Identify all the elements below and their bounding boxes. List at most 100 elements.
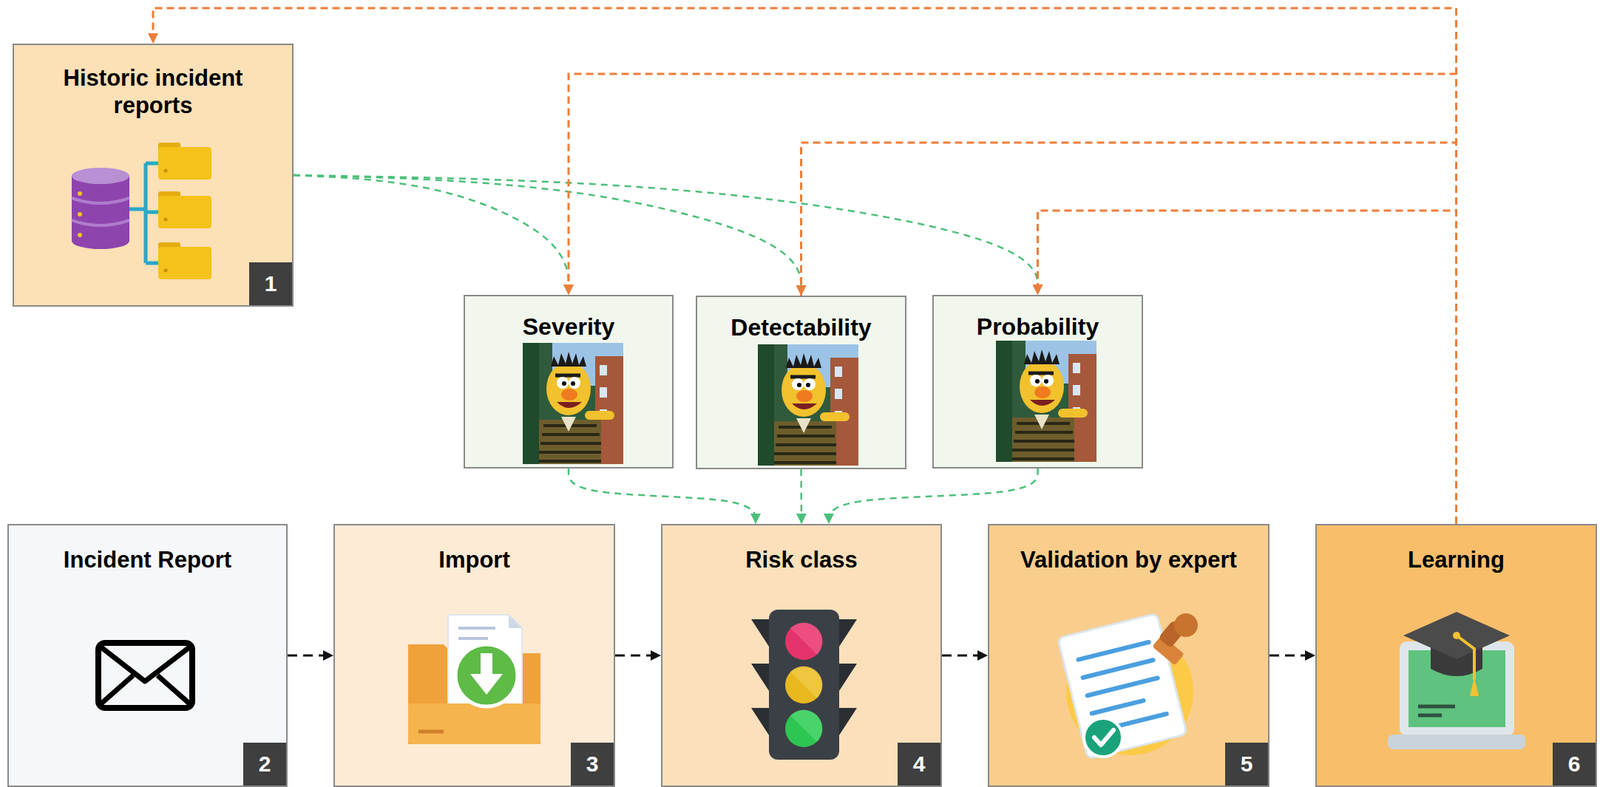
learning-icon-part [1456,635,1475,681]
dashed-connector [287,655,334,658]
box-title: Incident Report [31,546,264,574]
traffic-light-icon-part [790,666,823,699]
certificate-icon-part [1094,730,1114,746]
envelope-icon [98,643,193,709]
process-box: Risk class 4 [660,524,942,787]
database-icon-part [158,246,212,280]
process-box: Import 3 [333,524,616,787]
envelope-icon-part [101,647,190,704]
learning-icon-part [1452,632,1461,640]
certificate-icon-part-part [1058,613,1188,759]
import-icon-part [455,644,518,707]
box-title: Learning [1339,546,1574,574]
database-icon-part [158,147,212,180]
dashed-connector [293,175,802,296]
box-title: Detectability [703,313,900,342]
box-title: Import [357,546,592,574]
certificate-icon-part [1058,613,1188,759]
traffic-light-icon-part [790,623,823,656]
box-title: Risk class [684,546,919,574]
certificate-icon-part [1151,635,1184,666]
traffic-light-icon-part [785,666,823,704]
learning-icon-part [1408,650,1506,728]
dashed-connector [293,175,569,296]
box-title: Severity [470,312,667,341]
learning-icon [1387,612,1526,750]
database-icon-part [71,232,130,250]
character-photo-part [522,343,624,465]
database-icon-part [77,212,83,217]
traffic-light-icon-part [785,623,823,661]
import-icon-part [418,730,444,735]
database-icon-part [164,218,168,222]
database-icon-part [71,198,130,226]
envelope-icon-part [98,643,193,709]
import-icon-part [508,615,522,629]
box-title: Validation by expert [1018,546,1239,574]
certificate-icon-part [1157,620,1186,650]
database-icon-part [158,242,181,252]
process-box: Learning 6 [1315,524,1598,787]
database-icon-part [158,191,181,201]
certificate-icon-part [1174,613,1198,638]
callout-number: 5 [1225,743,1269,786]
learning-icon-part [1418,706,1456,716]
data-source-box: Historic incident reports 1 [12,43,294,307]
database-icon-part [158,195,212,229]
dashed-connector [615,655,661,658]
dashed-connector [828,468,1039,525]
certificate-icon-part [1066,628,1194,756]
import-icon-part [448,615,522,716]
database-icon-part [71,167,130,185]
learning-icon-part [1387,734,1526,750]
callout-number: 3 [570,743,614,786]
dashed-connector [568,73,1457,525]
factor-box: Probability [932,295,1144,469]
callout-number: 1 [249,262,293,306]
learning-icon-part [1430,644,1483,677]
factor-box: Detectability [695,295,907,470]
database-icon-part [77,191,83,196]
box-title: Probability [939,312,1136,341]
certificate-icon-part [1083,718,1123,758]
database-icon-part [158,142,181,152]
callout-number: 2 [243,743,287,786]
callout-number: 4 [897,743,941,786]
callout-number: 6 [1552,743,1596,786]
process-box: Validation by expert 5 [987,524,1270,787]
database-icon [71,142,212,280]
import-icon [408,615,541,745]
traffic-light-icon-part [785,710,823,748]
learning-icon-part [1403,612,1510,660]
character-photo [522,340,1097,466]
database-icon-part [164,169,168,174]
database-icon-part [77,232,83,238]
traffic-light-icon-part [790,710,823,743]
database-icon-part [164,269,168,273]
box-title: Historic incident reports [43,64,263,120]
traffic-light-icon [751,609,857,761]
character-photo-part [995,340,1097,463]
dashed-connector [153,8,1457,525]
character-photo-part [757,344,859,466]
certificate-icon-part-part [1078,642,1167,732]
import-icon-part [470,653,503,696]
learning-icon-part [1399,641,1515,737]
certificate-icon [1058,613,1198,760]
dashed-connector [293,175,1039,296]
dashed-connector [1269,655,1316,658]
import-icon-part [408,703,541,745]
database-icon-part [129,163,159,264]
factor-box: Severity [463,295,674,469]
dashed-connector [568,468,756,525]
import-icon-part [408,644,541,745]
import-icon-part [458,628,496,639]
traffic-light-icon-part [751,619,857,738]
learning-icon-part [1469,677,1479,697]
dashed-connector [800,469,803,525]
dashed-connector [941,655,988,658]
process-box: Incident Report 2 [7,524,288,787]
traffic-light-icon-part [768,609,840,761]
